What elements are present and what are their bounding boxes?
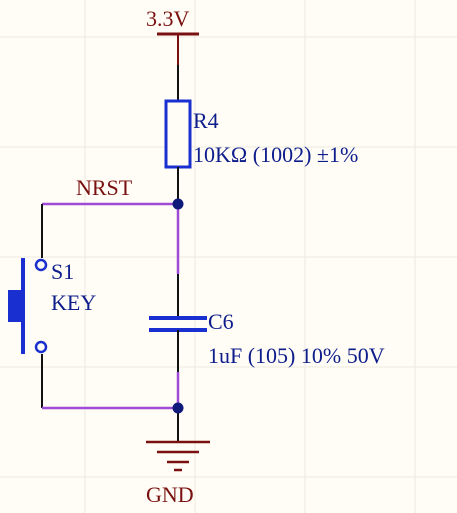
resistor-designator: R4 xyxy=(193,108,219,133)
nrst-net-label[interactable]: NRST xyxy=(76,175,133,200)
capacitor-c6[interactable]: C6 1uF (105) 10% 50V xyxy=(149,309,385,368)
switch-actuator-knob xyxy=(8,290,23,322)
junction-nrst xyxy=(172,198,184,210)
switch-designator: S1 xyxy=(51,259,74,284)
power-net-label: 3.3V xyxy=(146,6,190,31)
switch-s1[interactable]: S1 KEY xyxy=(8,258,96,354)
switch-contact-top xyxy=(34,258,48,272)
capacitor-value: 1uF (105) 10% 50V xyxy=(208,343,385,368)
power-port-3v3[interactable]: 3.3V xyxy=(146,6,199,65)
junction-gnd xyxy=(172,402,184,414)
switch-contact-bottom xyxy=(34,340,48,354)
resistor-value: 10KΩ (1002) ±1% xyxy=(193,142,358,167)
switch-comment: KEY xyxy=(51,290,96,315)
ground-net-label: GND xyxy=(146,482,194,507)
ground-port-gnd[interactable]: GND xyxy=(146,440,210,507)
resistor-body xyxy=(164,99,192,169)
capacitor-designator: C6 xyxy=(208,309,234,334)
resistor-r4[interactable]: R4 10KΩ (1002) ±1% xyxy=(164,99,358,169)
